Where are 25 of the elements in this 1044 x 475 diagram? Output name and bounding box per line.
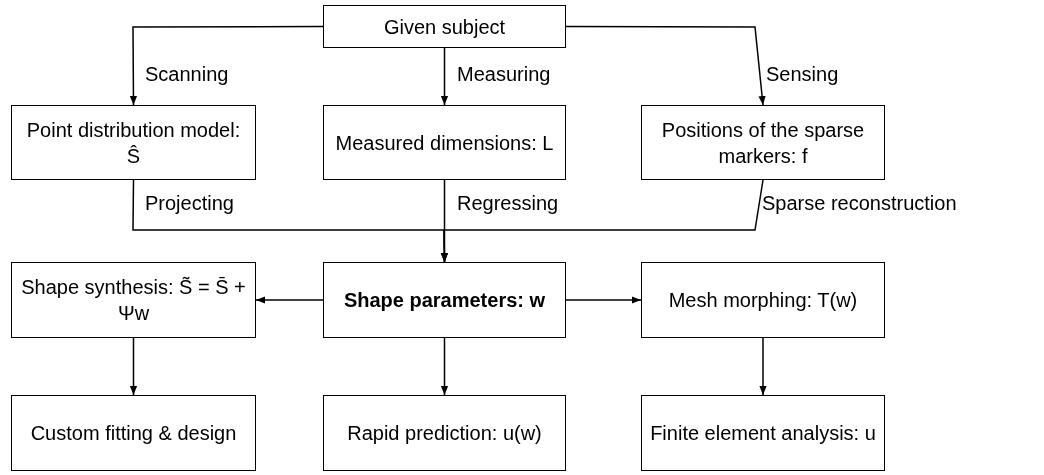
edge-label: Sparse reconstruction bbox=[762, 192, 957, 215]
process-box: Rapid prediction: u(w) bbox=[323, 395, 566, 471]
process-box: Finite element analysis: u bbox=[641, 395, 885, 471]
edge-label: Sensing bbox=[766, 63, 839, 86]
edge-label: Projecting bbox=[145, 192, 234, 215]
process-box: Shape parameters: w bbox=[323, 262, 566, 338]
process-box: Positions of the sparse markers: f bbox=[641, 105, 885, 180]
arrow bbox=[565, 296, 642, 304]
process-box: Given subject bbox=[323, 5, 566, 48]
process-box: Measured dimensions: L bbox=[323, 105, 566, 180]
process-box: Custom fitting & design bbox=[11, 395, 256, 471]
arrow bbox=[440, 179, 764, 263]
arrow bbox=[129, 337, 138, 396]
process-box: Point distribution model: Ŝ bbox=[11, 105, 256, 180]
arrow bbox=[440, 47, 449, 106]
edge-label: Scanning bbox=[145, 63, 229, 86]
edge-label: Measuring bbox=[457, 63, 551, 86]
arrow bbox=[440, 337, 449, 396]
edge-label: Regressing bbox=[457, 192, 559, 215]
arrow bbox=[255, 296, 324, 304]
process-box: Mesh morphing: T(w) bbox=[641, 262, 885, 338]
arrow bbox=[129, 25, 324, 106]
process-box: Shape synthesis: S̃ = S̄ + Ψw bbox=[11, 262, 256, 338]
arrow bbox=[565, 25, 766, 106]
arrow bbox=[759, 337, 767, 396]
